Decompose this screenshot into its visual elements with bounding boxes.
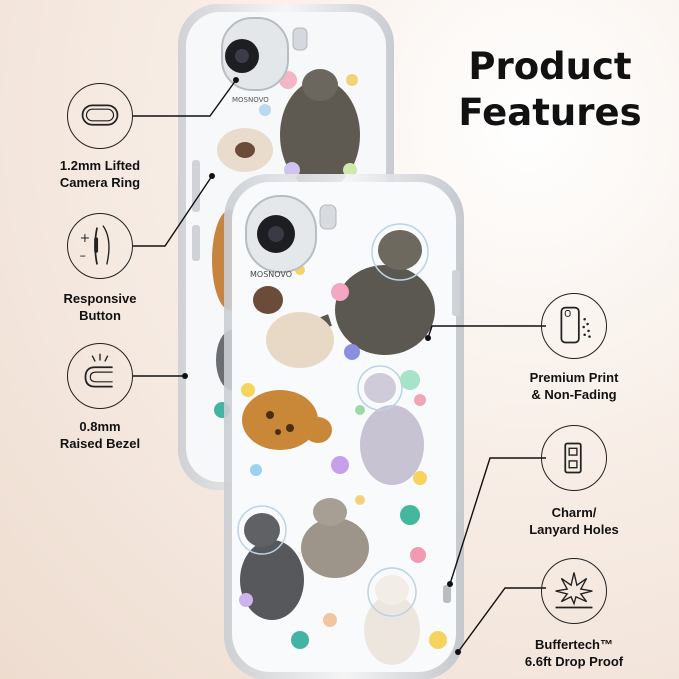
- buffertech-label: Buffertech™ 6.6ft Drop Proof: [524, 637, 624, 669]
- callout-dots: [182, 77, 461, 655]
- lanyard-hole-icon: [541, 425, 607, 491]
- front-brand-mark: MOSNOVO: [250, 270, 292, 279]
- title-line-1: Product: [468, 45, 632, 88]
- camera-ring-icon: [67, 83, 133, 149]
- button-press-icon: + –: [67, 213, 133, 279]
- raised-bezel-label: 0.8mm Raised Bezel: [59, 419, 141, 451]
- front-case-print: [237, 223, 447, 665]
- front-phone-case: MOSNOVO: [224, 174, 464, 679]
- page-title: Product Features: [440, 44, 660, 136]
- responsive-button-label: Responsive Button: [63, 291, 137, 323]
- back-brand-mark: MOSNOVO: [232, 96, 269, 104]
- shock-absorb-icon: [541, 558, 607, 624]
- svg-text:–: –: [80, 248, 86, 263]
- bezel-edge-icon: [67, 343, 133, 409]
- lanyard-holes-label: Charm/ Lanyard Holes: [529, 505, 619, 537]
- phone-print-icon: [541, 293, 607, 359]
- premium-print-label: Premium Print & Non-Fading: [529, 370, 619, 402]
- camera-ring-label: 1.2mm Lifted Camera Ring: [59, 158, 141, 190]
- svg-text:+: +: [80, 230, 91, 245]
- title-line-2: Features: [458, 91, 642, 134]
- callout-lines: [133, 79, 546, 653]
